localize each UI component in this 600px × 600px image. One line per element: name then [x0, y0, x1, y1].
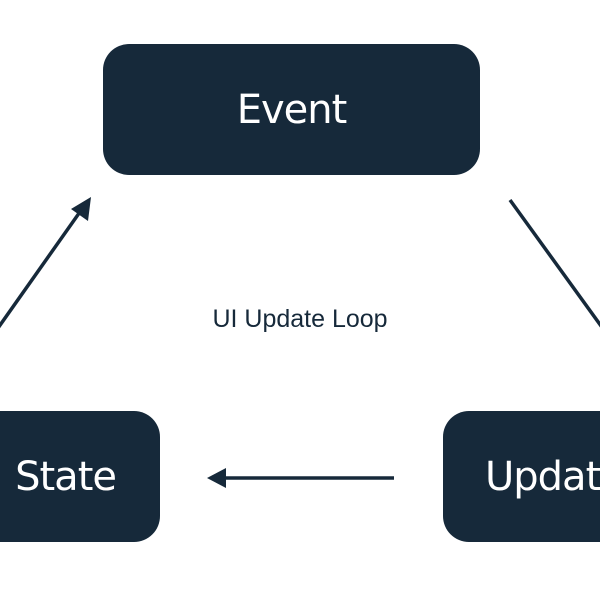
diagram-center-label: UI Update Loop [212, 305, 388, 333]
state-node: State [0, 411, 160, 542]
event-node-label: Event [236, 86, 348, 133]
arrow-event-to-update [508, 198, 600, 328]
state-node-label: State [15, 453, 117, 500]
update-node-label: Update [485, 453, 600, 500]
event-node: Event [103, 44, 480, 175]
update-node: Update [443, 411, 600, 542]
arrow-state-to-event [0, 197, 91, 329]
arrow-update-to-state [207, 468, 394, 488]
